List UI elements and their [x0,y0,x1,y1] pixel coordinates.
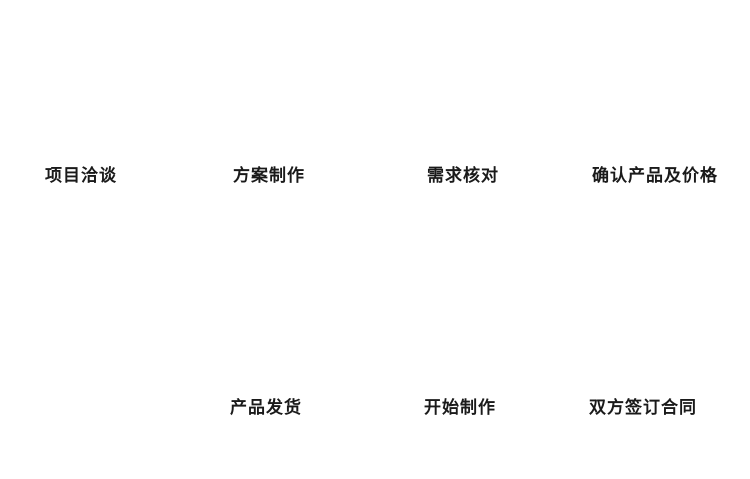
flow-step-sign-contract: 双方签订合同 [589,398,697,418]
flow-step-plan-creation: 方案制作 [233,166,305,186]
flow-step-requirement-check: 需求核对 [427,166,499,186]
flow-step-confirm-product-price: 确认产品及价格 [592,166,718,186]
flow-step-start-production: 开始制作 [424,398,496,418]
flow-step-product-shipment: 产品发货 [230,398,302,418]
flow-step-project-negotiation: 项目洽谈 [45,166,117,186]
